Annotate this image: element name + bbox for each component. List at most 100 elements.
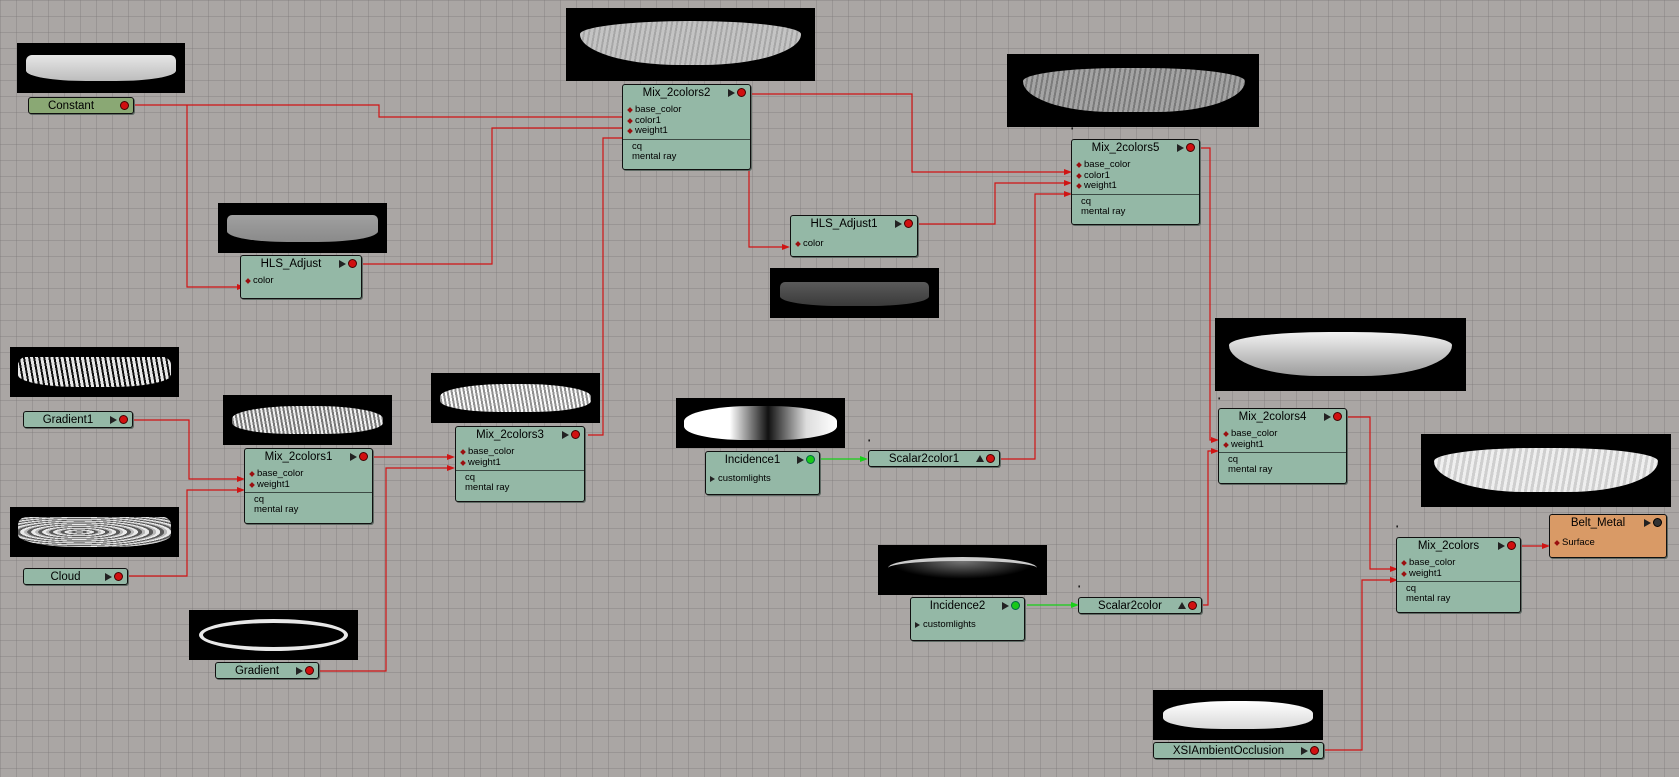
triangle-right-icon [1301, 746, 1308, 755]
triangle-right-icon [350, 452, 357, 461]
triangle-right-icon [1498, 541, 1505, 550]
input-port-weight1[interactable]: weight1 [1225, 439, 1346, 451]
output-port[interactable] [797, 455, 815, 464]
gradient-preview [189, 610, 358, 660]
hls-adjust-node[interactable]: HLS_Adjust color [240, 255, 362, 299]
output-port[interactable] [895, 219, 913, 228]
incidence2-node[interactable]: Incidence2 customlights [910, 597, 1025, 641]
triangle-right-icon [110, 415, 117, 424]
incidence1-node[interactable]: Incidence1 customlights [705, 451, 820, 495]
input-port-color1[interactable]: color1 [629, 115, 750, 127]
red-dot-icon [305, 666, 314, 675]
red-dot-icon [904, 219, 913, 228]
gradient1-node[interactable]: Gradient1 [23, 411, 133, 428]
input-port-base-color[interactable]: base_color [1078, 159, 1199, 171]
green-dot-icon [806, 455, 815, 464]
input-port-base-color[interactable]: base_color [1225, 428, 1346, 440]
output-port[interactable] [976, 454, 995, 463]
output-port[interactable] [1324, 412, 1342, 421]
node-title: Mix_2colors5 [1091, 142, 1160, 154]
input-port-base-color[interactable]: base_color [462, 446, 584, 458]
output-port[interactable] [1002, 601, 1020, 610]
node-title: Incidence1 [724, 454, 781, 466]
output-port[interactable] [105, 572, 123, 581]
hls-adjust1-node[interactable]: HLS_Adjust1 color [790, 215, 918, 257]
input-port-color1[interactable]: color1 [1078, 170, 1199, 182]
input-port-weight1[interactable]: weight1 [462, 457, 584, 469]
mix-2colors2-node[interactable]: Mix_2colors2 base_color color1 weight1 c… [622, 84, 751, 170]
green-dot-icon [1011, 601, 1020, 610]
output-port[interactable] [1177, 143, 1195, 152]
triangle-right-icon [797, 455, 804, 464]
mix-2colors5-node[interactable]: Mix_2colors5 base_color color1 weight1 c… [1071, 139, 1200, 225]
triangle-up-icon [1178, 602, 1186, 609]
output-port[interactable] [1498, 541, 1516, 550]
output-port[interactable] [350, 452, 368, 461]
input-port-customlights[interactable]: customlights [710, 473, 819, 485]
input-port-weight1[interactable]: weight1 [1078, 180, 1199, 192]
output-port[interactable] [1644, 518, 1662, 527]
triangle-right-icon [1324, 412, 1331, 421]
input-port-base-color[interactable]: base_color [251, 468, 372, 480]
output-port[interactable] [1301, 746, 1319, 755]
red-dot-icon [1333, 412, 1342, 421]
triangle-right-icon [105, 572, 112, 581]
mix3-preview [431, 373, 600, 423]
input-port-weight1[interactable]: weight1 [629, 125, 750, 137]
output-port[interactable] [1178, 601, 1197, 610]
triangle-right-icon [562, 430, 569, 439]
node-title: Gradient1 [42, 414, 94, 426]
red-dot-icon [986, 454, 995, 463]
incidence2-preview [878, 545, 1047, 595]
mix4-preview [1215, 318, 1466, 391]
red-dot-icon [114, 572, 123, 581]
output-port[interactable] [296, 666, 314, 675]
node-title: HLS_Adjust1 [810, 218, 878, 230]
xsi-ambient-occlusion-node[interactable]: XSIAmbientOcclusion [1153, 742, 1324, 759]
hint-mark: '' [1396, 524, 1399, 534]
constant-node[interactable]: Constant [28, 97, 134, 114]
node-title: Belt_Metal [1570, 517, 1626, 529]
output-port[interactable] [339, 259, 357, 268]
mix-2colors4-node[interactable]: Mix_2colors4 base_color weight1 cq menta… [1218, 408, 1347, 484]
triangle-right-icon [728, 88, 735, 97]
triangle-right-icon [1002, 601, 1009, 610]
output-port[interactable] [728, 88, 746, 97]
node-title: Cloud [50, 571, 81, 583]
gradient1-preview [10, 347, 179, 397]
constant-preview [17, 43, 185, 93]
renderer-cq: cq [465, 472, 476, 483]
red-dot-icon [1188, 601, 1197, 610]
node-title: Incidence2 [929, 600, 986, 612]
cloud-node[interactable]: Cloud [23, 568, 128, 585]
hint-mark: '' [1218, 396, 1221, 406]
input-port-base-color[interactable]: base_color [1403, 557, 1520, 569]
input-port-weight1[interactable]: weight1 [251, 479, 372, 491]
input-port-color[interactable]: color [247, 275, 361, 287]
red-dot-icon [120, 101, 129, 110]
renderer-mental-ray: mental ray [1228, 464, 1273, 475]
input-port-customlights[interactable]: customlights [915, 619, 1024, 631]
scalar2color1-node[interactable]: Scalar2color1 [868, 450, 1000, 467]
mix2-preview [566, 8, 815, 81]
mix-2colors3-node[interactable]: Mix_2colors3 base_color weight1 cq menta… [455, 426, 585, 502]
red-dot-icon [119, 415, 128, 424]
gradient-node[interactable]: Gradient [215, 662, 319, 679]
mix-2colors-node[interactable]: Mix_2colors base_color weight1 cq mental… [1396, 537, 1521, 613]
triangle-up-icon [976, 455, 984, 462]
mix-2colors1-node[interactable]: Mix_2colors1 base_color weight1 cq menta… [244, 448, 373, 524]
belt-metal-output-node[interactable]: Belt_Metal Surface [1549, 514, 1667, 558]
renderer-cq: cq [1228, 454, 1239, 465]
input-port-base-color[interactable]: base_color [629, 104, 750, 116]
output-port[interactable] [562, 430, 580, 439]
input-port-color[interactable]: color [797, 238, 917, 250]
input-port-weight1[interactable]: weight1 [1403, 568, 1520, 580]
output-port[interactable] [120, 101, 129, 110]
input-port-surface[interactable]: Surface [1556, 537, 1666, 549]
mix5-preview [1007, 54, 1259, 127]
output-port[interactable] [110, 415, 128, 424]
scalar2color-node[interactable]: Scalar2color [1078, 597, 1202, 614]
renderer-cq: cq [1081, 195, 1092, 207]
hls-adjust-preview [218, 203, 387, 253]
node-title: Scalar2color1 [888, 453, 960, 465]
